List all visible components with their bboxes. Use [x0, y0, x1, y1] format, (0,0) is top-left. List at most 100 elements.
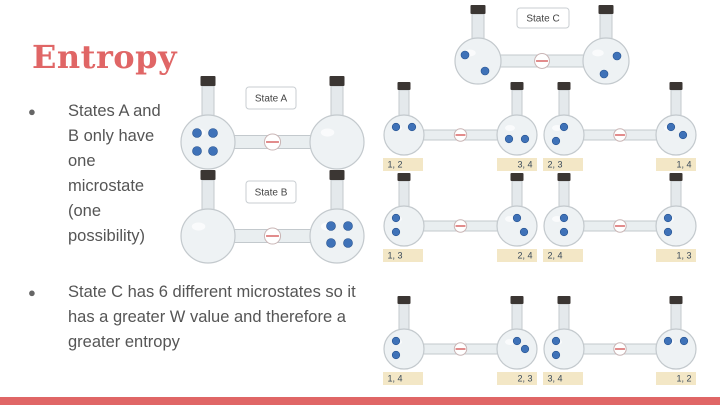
- stopper: [329, 76, 345, 86]
- molecule-icon: [391, 213, 401, 223]
- svg-text:2, 4: 2, 4: [547, 251, 562, 261]
- right-flask: [655, 82, 697, 156]
- molecule-icon: [551, 350, 561, 360]
- footer-accent-bar: [0, 397, 720, 405]
- slide-title: Entropy: [32, 38, 178, 76]
- svg-text:3, 4: 3, 4: [517, 160, 532, 170]
- stopper: [669, 173, 683, 181]
- molecule-icon: [519, 227, 529, 237]
- microstate-flasks: [543, 173, 697, 247]
- molecule-icon: [343, 238, 353, 248]
- svg-text:1, 4: 1, 4: [387, 374, 402, 384]
- right-flask: [582, 5, 630, 85]
- svg-text:2, 3: 2, 3: [547, 160, 562, 170]
- molecule-icon: [192, 146, 202, 156]
- stopper: [200, 76, 216, 86]
- svg-text:3, 4: 3, 4: [547, 374, 562, 384]
- microstate-label: 2, 3: [543, 158, 583, 171]
- microstate-label: 1, 3: [656, 249, 696, 262]
- molecule-icon: [504, 134, 514, 144]
- right-flask: [496, 82, 538, 156]
- molecule-icon: [559, 227, 569, 237]
- stopper: [510, 296, 524, 304]
- left-flask: [383, 296, 425, 370]
- molecule-icon: [512, 213, 522, 223]
- microstate-label: 2, 4: [543, 249, 583, 262]
- stopper: [200, 170, 216, 180]
- molecule-icon: [391, 336, 401, 346]
- stopper: [470, 5, 486, 14]
- right-flask: [309, 170, 365, 264]
- molecule-icon: [666, 122, 676, 132]
- stopper: [397, 173, 411, 181]
- svg-text:1, 3: 1, 3: [387, 251, 402, 261]
- molecule-icon: [678, 130, 688, 140]
- left-flask: [383, 173, 425, 247]
- state-c-flasks: [454, 5, 630, 85]
- bullet-text: State C has 6 different microstates so i…: [68, 283, 356, 351]
- state-a-flasks: [180, 76, 365, 170]
- left-flask: [383, 82, 425, 156]
- molecule-icon: [208, 128, 218, 138]
- svg-text:1, 4: 1, 4: [676, 160, 691, 170]
- microstate-label: 1, 2: [656, 372, 696, 385]
- molecule-icon: [520, 344, 530, 354]
- microstate-flasks: [383, 173, 538, 247]
- molecule-icon: [520, 134, 530, 144]
- molecule-icon: [391, 122, 401, 132]
- stopper: [557, 296, 571, 304]
- svg-text:1, 2: 1, 2: [676, 374, 691, 384]
- stopper: [397, 82, 411, 90]
- svg-text:2, 3: 2, 3: [517, 374, 532, 384]
- molecule-icon: [407, 122, 417, 132]
- svg-text:State B: State B: [255, 188, 288, 199]
- microstate-flasks: [543, 296, 697, 370]
- bullet-text: States A and B only have one microstate …: [68, 102, 161, 245]
- molecule-icon: [326, 221, 336, 231]
- stopper: [510, 173, 524, 181]
- state-c-label: State C: [516, 7, 570, 29]
- molecule-icon: [208, 146, 218, 156]
- right-flask: [309, 76, 365, 170]
- left-flask: [454, 5, 502, 85]
- molecule-icon: [663, 227, 673, 237]
- microstate-label: 3, 4: [543, 372, 583, 385]
- svg-text:State A: State A: [255, 94, 288, 105]
- left-flask: [543, 296, 585, 370]
- state-a-label: State A: [245, 86, 297, 110]
- microstate-flasks: [383, 296, 538, 370]
- molecule-icon: [512, 336, 522, 346]
- stopper: [669, 296, 683, 304]
- molecule-icon: [551, 336, 561, 346]
- microstate-label: 1, 2: [383, 158, 423, 171]
- microstate-flasks: [543, 82, 697, 156]
- svg-text:2, 4: 2, 4: [517, 251, 532, 261]
- state-b-label: State B: [245, 180, 297, 204]
- left-flask: [543, 82, 585, 156]
- left-flask: [543, 173, 585, 247]
- molecule-icon: [192, 128, 202, 138]
- molecule-icon: [663, 336, 673, 346]
- microstate-label: 1, 3: [383, 249, 423, 262]
- stopper: [397, 296, 411, 304]
- state-b-flasks: [180, 170, 365, 264]
- svg-text:1, 3: 1, 3: [676, 251, 691, 261]
- molecule-icon: [559, 122, 569, 132]
- molecule-icon: [480, 66, 490, 76]
- stopper: [510, 82, 524, 90]
- microstate-flasks: [383, 82, 538, 156]
- stopper: [669, 82, 683, 90]
- svg-text:1, 2: 1, 2: [387, 160, 402, 170]
- stopper: [329, 170, 345, 180]
- molecule-icon: [326, 238, 336, 248]
- bullet-marker: ●: [28, 104, 36, 119]
- microstate-label: 2, 3: [497, 372, 537, 385]
- molecule-icon: [391, 227, 401, 237]
- stopper: [557, 82, 571, 90]
- molecule-icon: [460, 50, 470, 60]
- molecule-icon: [663, 213, 673, 223]
- left-flask: [180, 170, 236, 264]
- right-flask: [496, 296, 538, 370]
- bullet-marker: ●: [28, 285, 36, 300]
